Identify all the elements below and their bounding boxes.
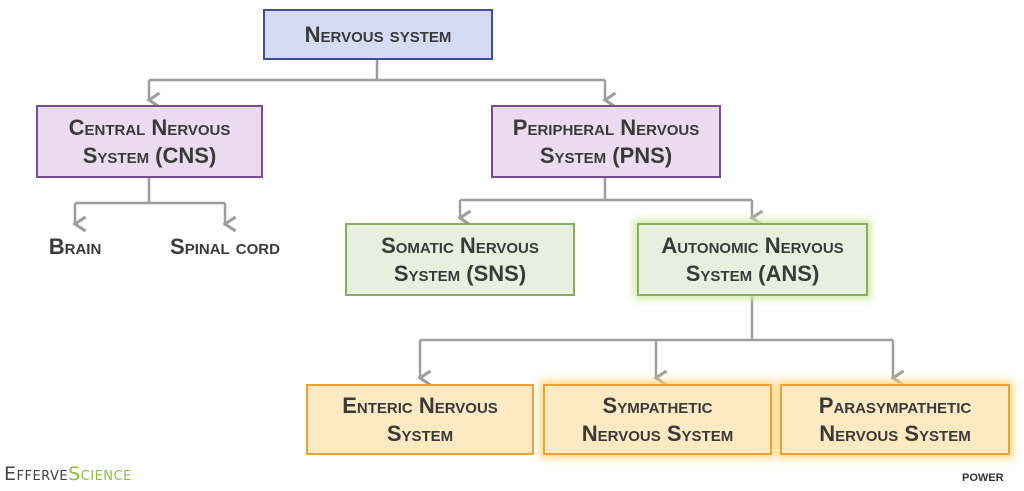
- node-parasympathetic-label: Parasympathetic Nervous System: [818, 393, 972, 446]
- node-parasympathetic: Parasympathetic Nervous System: [780, 384, 1010, 455]
- node-sympathetic: Sympathetic Nervous System: [543, 384, 772, 455]
- node-sns-label: Somatic Nervous System (SNS): [381, 233, 539, 286]
- node-spinal-cord: Spinal cord: [150, 230, 300, 264]
- node-brain-label: Brain: [48, 234, 102, 260]
- node-ans-label: Autonomic Nervous System (ANS): [661, 233, 844, 286]
- node-sympathetic-label: Sympathetic Nervous System: [581, 393, 734, 446]
- node-nervous-system-label: Nervous system: [304, 21, 452, 47]
- node-spinal-cord-label: Spinal cord: [170, 234, 280, 260]
- node-brain: Brain: [30, 230, 120, 264]
- power-logo: POWER: [962, 472, 1004, 484]
- node-pns: Peripheral Nervous System (PNS): [491, 105, 721, 178]
- efferve-science-logo: EfferveScience: [4, 463, 132, 485]
- node-sns: Somatic Nervous System (SNS): [345, 223, 575, 296]
- node-enteric-label: Enteric Nervous System: [342, 393, 498, 446]
- node-nervous-system: Nervous system: [263, 9, 493, 60]
- node-ans: Autonomic Nervous System (ANS): [637, 223, 868, 296]
- node-enteric: Enteric Nervous System: [306, 384, 534, 455]
- node-pns-label: Peripheral Nervous System (PNS): [512, 115, 700, 168]
- node-cns-label: Central Nervous System (CNS): [68, 115, 231, 168]
- node-cns: Central Nervous System (CNS): [36, 105, 263, 178]
